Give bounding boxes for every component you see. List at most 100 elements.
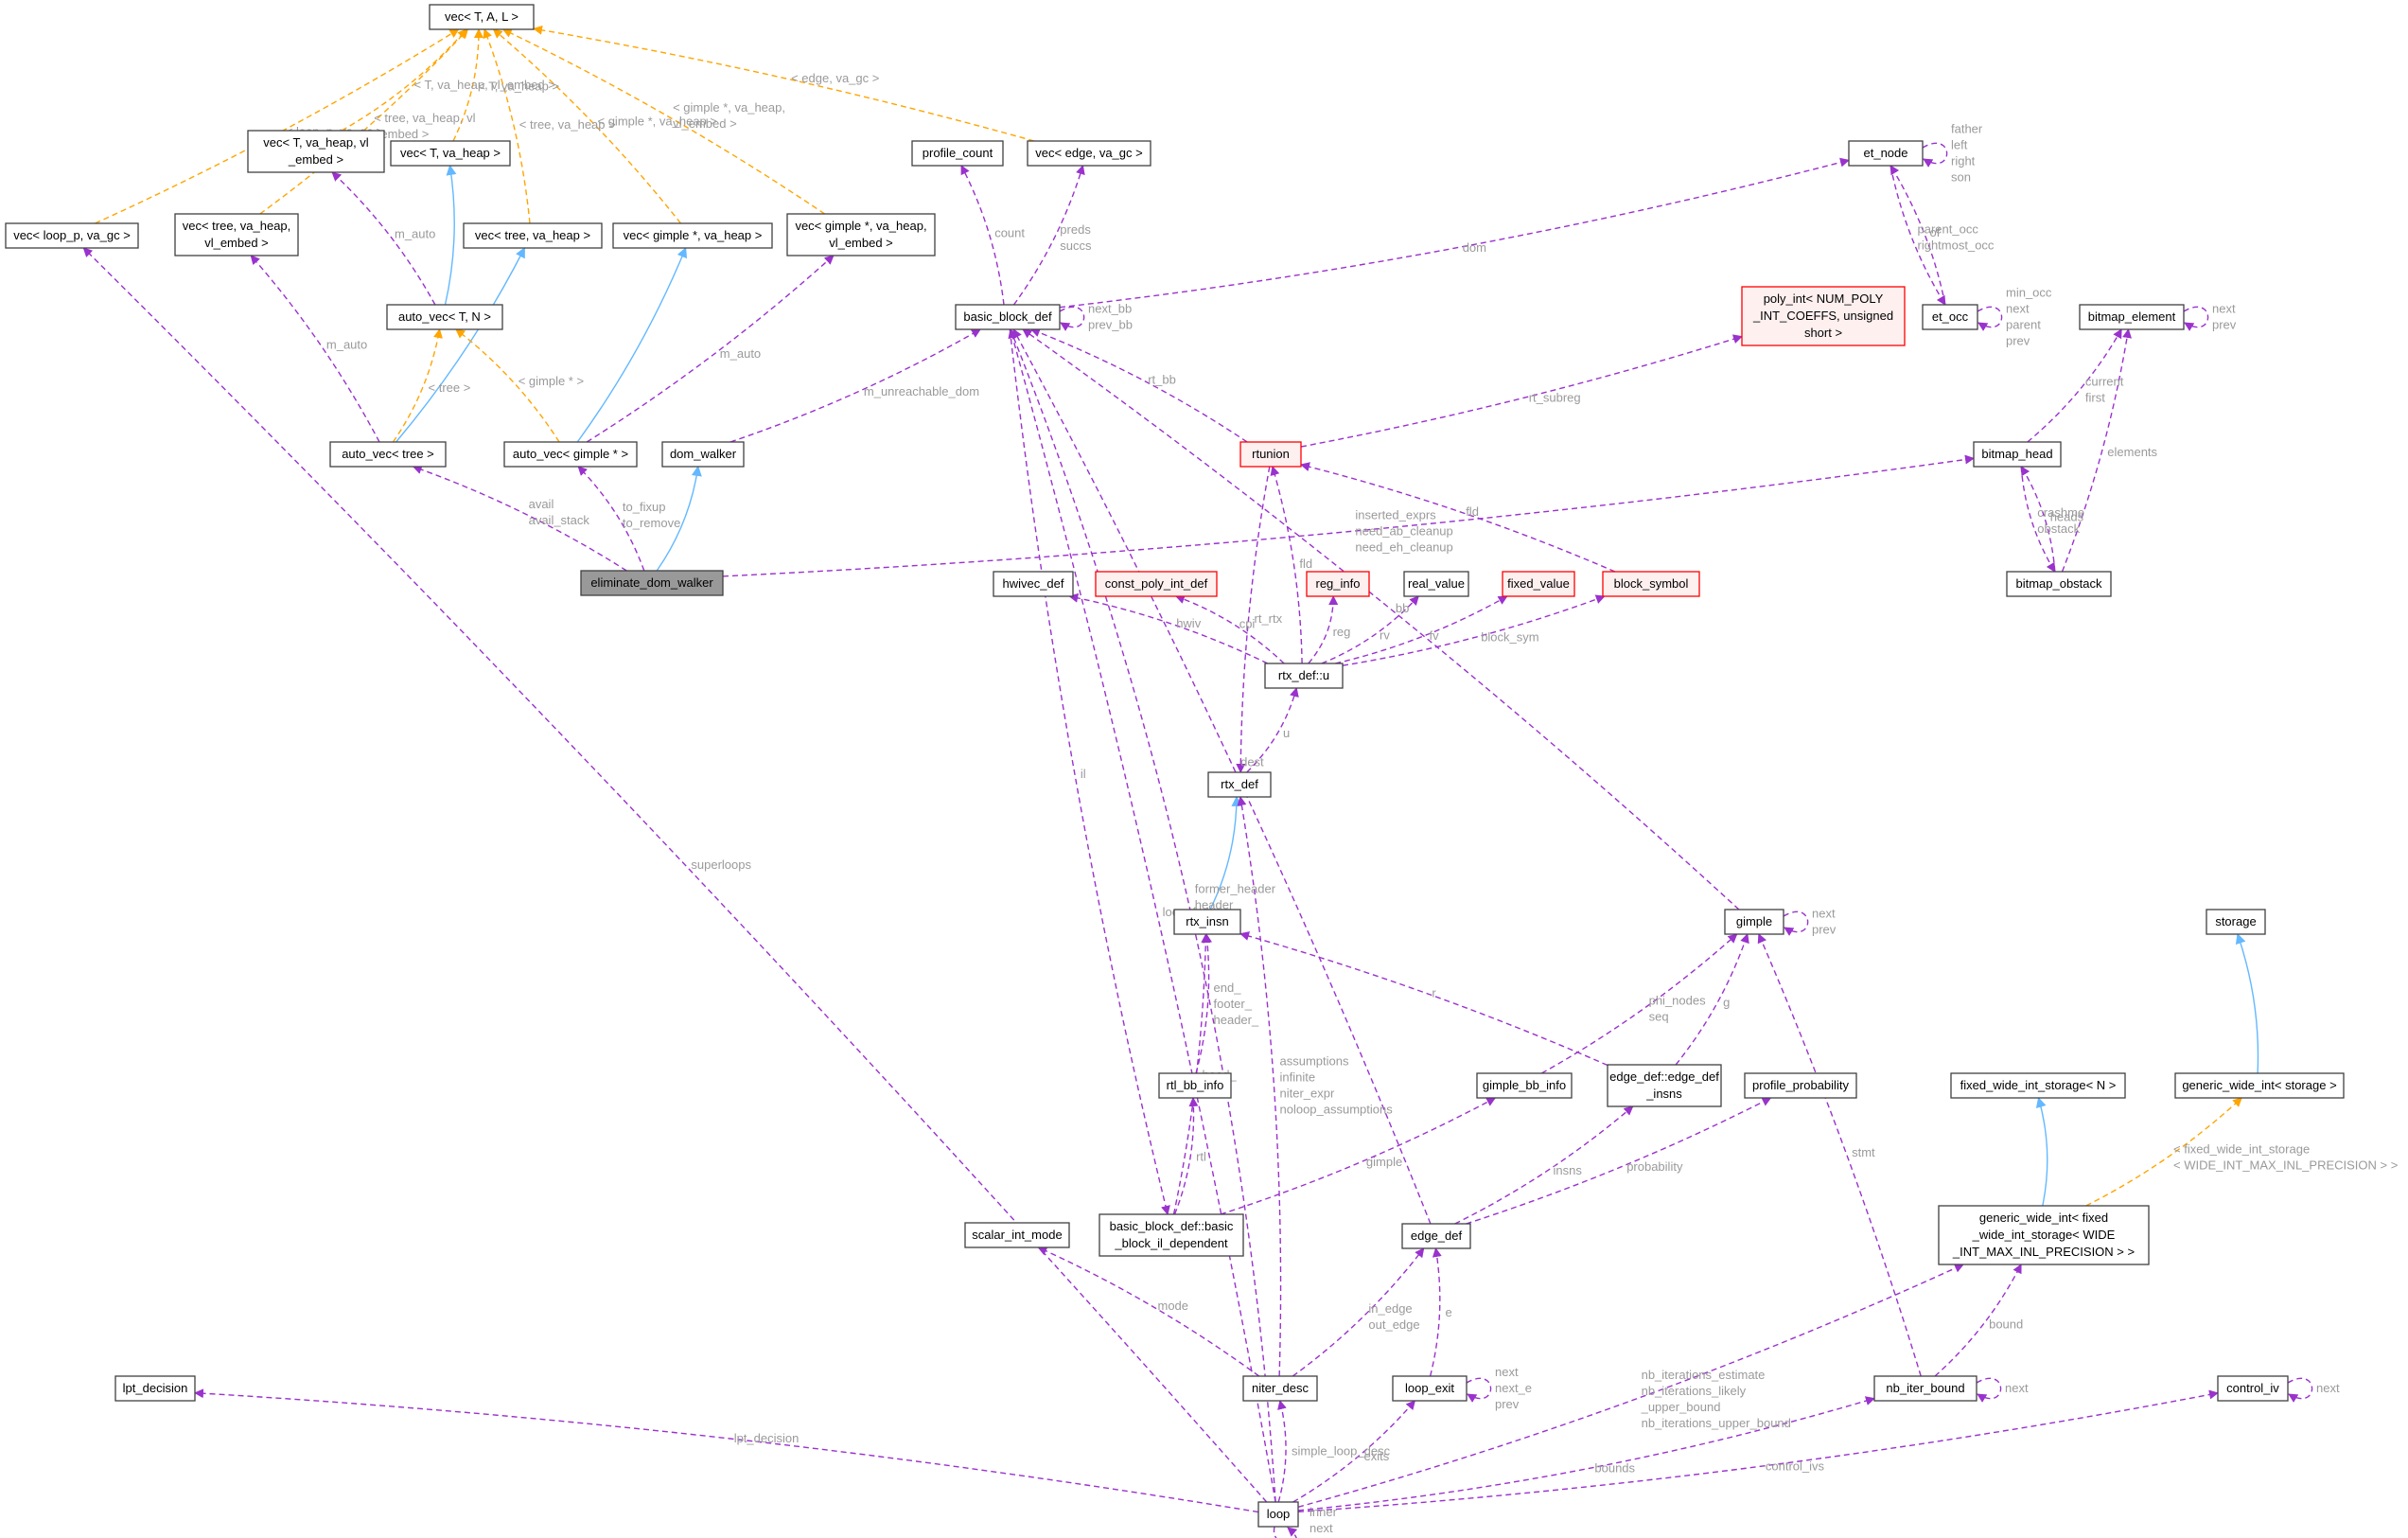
- edge-vecTreeHeap-to-vecTAL: [483, 28, 531, 224]
- class-name: lpt_decision: [123, 1381, 188, 1395]
- class-name: bitmap_element: [2088, 309, 2176, 324]
- class-node-vecGimpleEmb[interactable]: vec< gimple *, va_heap,vl_embed >: [786, 213, 936, 256]
- class-name: basic_block_def::basic: [1110, 1219, 1234, 1233]
- class-node-controlIv[interactable]: control_iv: [2217, 1375, 2289, 1402]
- class-node-rtxDef[interactable]: rtx_def: [1207, 771, 1272, 798]
- class-node-constPoly[interactable]: const_poly_int_def: [1095, 571, 1218, 597]
- class-node-autoVecTree[interactable]: auto_vec< tree >: [329, 441, 447, 468]
- class-node-vecLoop[interactable]: vec< loop_p, va_gc >: [5, 222, 139, 249]
- class-node-genericWideStorage[interactable]: generic_wide_int< storage >: [2174, 1072, 2345, 1099]
- edge-label: end_: [1214, 981, 1242, 995]
- edge-label: gimple: [1366, 1155, 1402, 1169]
- class-node-loop[interactable]: loop: [1257, 1501, 1299, 1528]
- class-node-polyInt[interactable]: poly_int< NUM_POLY_INT_COEFFS, unsigneds…: [1741, 286, 1906, 346]
- class-name: eliminate_dom_walker: [590, 575, 713, 590]
- class-node-niterDesc[interactable]: niter_desc: [1242, 1375, 1318, 1402]
- edge-label: probability: [1626, 1159, 1683, 1174]
- edge-label: < gimple *, va_heap,: [673, 100, 785, 115]
- edge-label: rv: [1380, 628, 1390, 642]
- edge-etOcc-to-etNode: [1889, 165, 1946, 306]
- edge-loop-to-loop: [1273, 1526, 1298, 1538]
- edge-label: m_unreachable_dom: [864, 384, 979, 398]
- class-name: profile_probability: [1752, 1078, 1849, 1092]
- edge-label: stmt: [1852, 1145, 1875, 1159]
- class-node-vecTHeap[interactable]: vec< T, va_heap >: [390, 140, 511, 167]
- class-node-rtxDefU[interactable]: rtx_def::u: [1264, 663, 1344, 689]
- class-name: vec< gimple *, va_heap,: [795, 219, 926, 233]
- edge-blockSymbol-to-rtunion: [1300, 462, 1616, 573]
- class-node-blockSymbol[interactable]: block_symbol: [1602, 571, 1700, 597]
- class-node-profileCount[interactable]: profile_count: [911, 140, 1004, 167]
- edge-gimple-to-gimple: [1783, 910, 1809, 936]
- class-node-profileProb[interactable]: profile_probability: [1744, 1072, 1857, 1099]
- class-node-autoVecTN[interactable]: auto_vec< T, N >: [386, 304, 503, 330]
- class-node-edgeDefInsns[interactable]: edge_def::edge_def_insns: [1607, 1064, 1722, 1107]
- class-node-vecTAL[interactable]: vec< T, A, L >: [429, 4, 535, 30]
- class-node-eliminate[interactable]: eliminate_dom_walker: [580, 570, 724, 596]
- class-node-edgeDef[interactable]: edge_def: [1401, 1223, 1471, 1249]
- class-node-bitmapHead[interactable]: bitmap_head: [1973, 441, 2062, 468]
- class-node-bbIlDep[interactable]: basic_block_def::basic_block_il_dependen…: [1099, 1213, 1244, 1257]
- class-node-lptDecision[interactable]: lpt_decision: [114, 1375, 196, 1402]
- class-box: [1027, 140, 1151, 167]
- edge-label: prev: [1495, 1397, 1520, 1411]
- edge-label: assumptions: [1280, 1054, 1349, 1069]
- edge-rtxDefU-to-fixedValue: [1335, 595, 1508, 664]
- class-name: et_occ: [1932, 309, 1969, 324]
- class-name: nb_iter_bound: [1886, 1381, 1964, 1395]
- class-box: [955, 304, 1061, 330]
- edge-label: il: [1081, 767, 1086, 781]
- edge-bbDef-to-vecEdge: [1012, 165, 1085, 306]
- edge-edgeDef-to-edgeDefInsns: [1454, 1105, 1634, 1225]
- class-node-rtunion[interactable]: rtunion: [1239, 441, 1302, 468]
- edge-label: lpt_decision: [734, 1431, 800, 1445]
- class-node-regInfo[interactable]: reg_info: [1306, 571, 1370, 597]
- edge-label: next: [1812, 907, 1836, 921]
- class-node-etNode[interactable]: et_node: [1848, 140, 1924, 167]
- class-node-vecTEmb[interactable]: vec< T, va_heap, vl_embed >: [247, 130, 385, 173]
- class-node-bitmapElement[interactable]: bitmap_element: [2079, 304, 2185, 330]
- class-node-gimple[interactable]: gimple: [1724, 909, 1784, 935]
- class-node-etOcc[interactable]: et_occ: [1922, 304, 1978, 330]
- class-node-rtlBbInfo[interactable]: rtl_bb_info: [1158, 1072, 1232, 1099]
- class-node-domWalker[interactable]: dom_walker: [661, 441, 745, 468]
- class-node-realValue[interactable]: real_value: [1403, 571, 1469, 597]
- edge-label: avail_stack: [529, 513, 590, 527]
- class-name: _embed >: [288, 152, 343, 167]
- class-node-vecTreeHeap[interactable]: vec< tree, va_heap >: [463, 222, 603, 249]
- edge-label: next: [2005, 1381, 2029, 1395]
- edge-label: next: [1309, 1521, 1333, 1535]
- class-node-fixedWideN[interactable]: fixed_wide_int_storage< N >: [1950, 1072, 2126, 1099]
- class-node-loopExit[interactable]: loop_exit: [1392, 1375, 1468, 1402]
- class-node-storage[interactable]: storage: [2206, 909, 2266, 935]
- class-name: vec< tree, va_heap >: [475, 228, 590, 242]
- edge-label: e: [1446, 1305, 1452, 1319]
- class-node-bitmapObstack[interactable]: bitmap_obstack: [2006, 571, 2112, 597]
- class-node-rtxInsn[interactable]: rtx_insn: [1173, 909, 1241, 935]
- class-box: [1476, 1072, 1573, 1099]
- edge-loop-to-niterDesc: [1277, 1400, 1287, 1503]
- class-name: et_node: [1864, 146, 1908, 160]
- edge-autoVecTN-to-vecTEmb: [331, 171, 436, 306]
- class-node-scalarIntMode[interactable]: scalar_int_mode: [964, 1222, 1070, 1248]
- edge-etNode-to-etNode: [1922, 142, 1948, 168]
- class-node-bbDef[interactable]: basic_block_def: [955, 304, 1061, 330]
- edge-bitmapObstack-to-bitmapElement: [2061, 328, 2132, 573]
- class-node-genericWideFixed[interactable]: generic_wide_int< fixed_wide_int_storage…: [1938, 1205, 2150, 1265]
- edge-autoVecTree-to-autoVecTN: [392, 328, 443, 443]
- class-name: rtx_insn: [1186, 914, 1229, 928]
- edge-etOcc-to-etOcc: [1977, 306, 2003, 331]
- edge-genericWideStorage-to-storage: [2235, 932, 2259, 1074]
- class-node-vecGimpleHeap[interactable]: vec< gimple *, va_heap >: [612, 222, 773, 249]
- edge-vecTreeEmb-to-vecTAL: [259, 28, 469, 215]
- edge-label: < edge, va_gc >: [791, 71, 879, 85]
- class-node-fixedValue[interactable]: fixed_value: [1502, 571, 1575, 597]
- class-name: vec< T, va_heap >: [400, 146, 501, 160]
- class-node-gimpleBbInfo[interactable]: gimple_bb_info: [1476, 1072, 1573, 1099]
- class-node-nbIterBound[interactable]: nb_iter_bound: [1873, 1375, 1977, 1402]
- class-node-autoVecGimple[interactable]: auto_vec< gimple * >: [503, 441, 638, 468]
- class-node-vecTreeEmb[interactable]: vec< tree, va_heap,vl_embed >: [174, 213, 299, 256]
- class-node-vecEdge[interactable]: vec< edge, va_gc >: [1027, 140, 1151, 167]
- class-node-hwivec[interactable]: hwivec_def: [993, 571, 1074, 597]
